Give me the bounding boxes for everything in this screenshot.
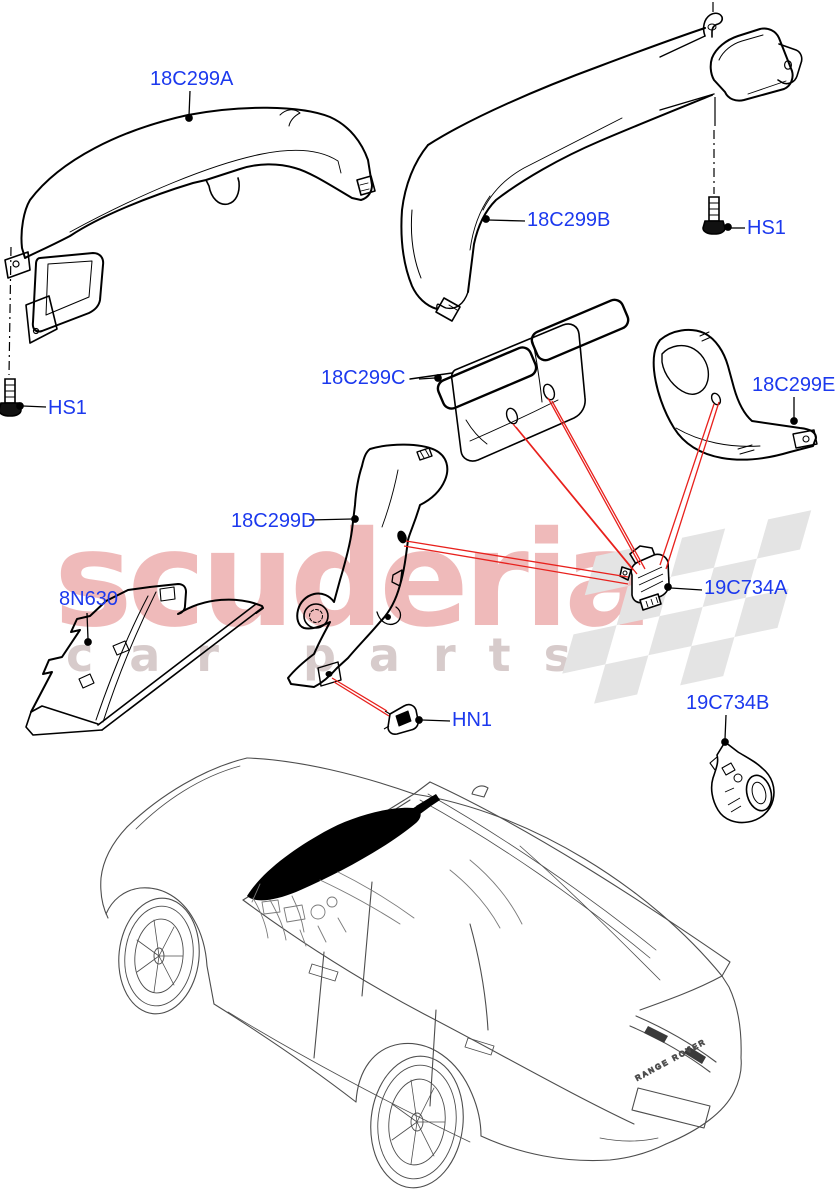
panel-8N630-drawing — [25, 583, 264, 736]
duct-18C299A-drawing — [4, 106, 376, 344]
module-19C734A-drawing — [619, 545, 670, 611]
dashboard-highlight — [247, 794, 440, 901]
part-label-HS1-left[interactable]: HS1 — [48, 397, 87, 419]
rear-wheel-drawing — [370, 1055, 464, 1189]
front-wheel-drawing — [118, 897, 200, 1015]
part-label-18C299A[interactable]: 18C299A — [150, 68, 234, 90]
engine-detail-scribble — [251, 859, 523, 947]
screw-HS1-right — [702, 2, 726, 235]
part-label-18C299D[interactable]: 18C299D — [231, 510, 316, 532]
duct-18C299B-drawing — [400, 12, 803, 322]
red-callout-lines — [331, 397, 720, 717]
module-19C734B-drawing — [709, 741, 775, 824]
part-label-HS1-right[interactable]: HS1 — [747, 217, 786, 239]
duct-18C299D-drawing — [287, 443, 449, 688]
part-label-19C734B[interactable]: 19C734B — [686, 692, 770, 714]
part-label-19C734A[interactable]: 19C734A — [704, 577, 788, 599]
part-label-18C299B[interactable]: 18C299B — [527, 209, 611, 231]
vehicle-drawing: RANGE ROVER — [100, 757, 742, 1189]
part-label-HN1[interactable]: HN1 — [452, 709, 493, 731]
checker-flag-watermark — [562, 510, 812, 704]
clip-HN1-drawing — [383, 703, 419, 735]
leader-lines — [16, 90, 798, 746]
vent-18C299C-drawing — [409, 298, 630, 462]
part-label-18C299E[interactable]: 18C299E — [752, 374, 836, 396]
part-label-8N630[interactable]: 8N630 — [59, 588, 118, 610]
part-label-18C299C[interactable]: 18C299C — [321, 367, 406, 389]
screw-HS1-left — [0, 246, 22, 417]
duct-18C299E-drawing — [652, 328, 818, 461]
